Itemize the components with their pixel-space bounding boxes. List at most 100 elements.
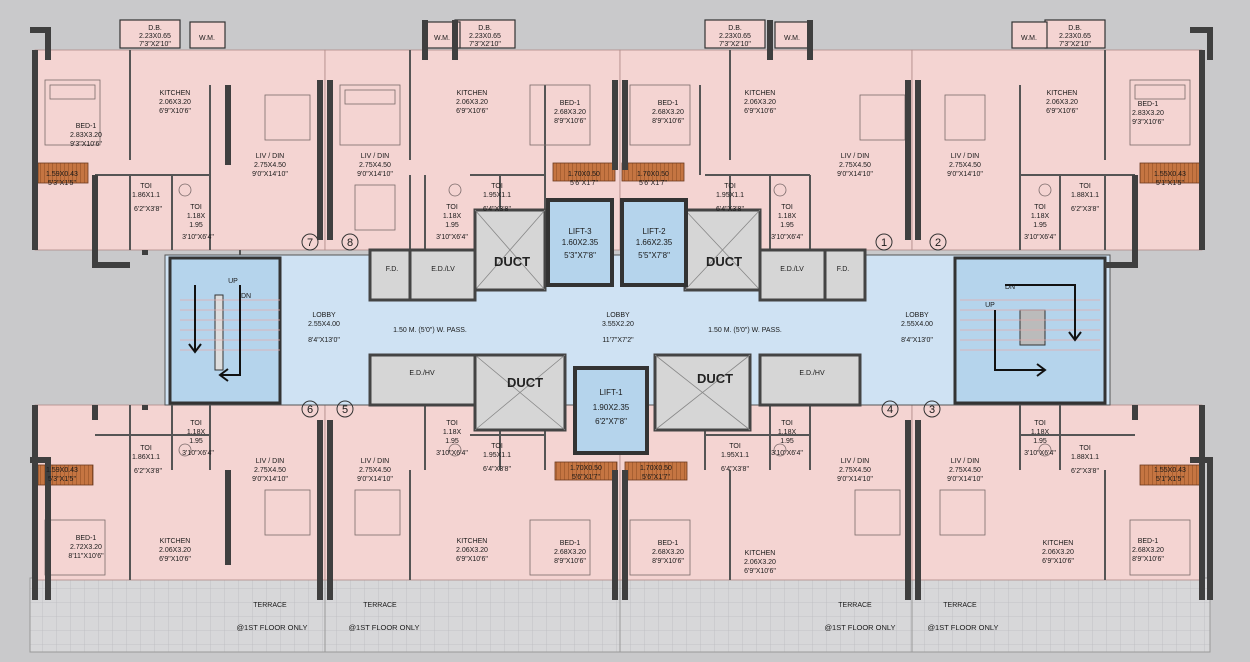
room-label: 1.18X: [443, 429, 462, 436]
room-label: LIFT-1: [599, 388, 623, 397]
room-label: 5'6"X1'7": [570, 180, 598, 187]
room-label: LIV / DIN: [256, 153, 284, 160]
room-label: W.M.: [1021, 35, 1037, 42]
room-label: 9'0"X14'10": [837, 171, 873, 178]
room-label: 1.95X1.1: [721, 452, 749, 459]
room-label: 2.75X4.50: [254, 162, 286, 169]
room-label: 2.75X4.50: [359, 467, 391, 474]
room-label: TOI: [724, 183, 736, 190]
room-label: TOI: [140, 183, 152, 190]
room-label: UP: [228, 278, 238, 285]
room-label: 1.86X1.1: [132, 454, 160, 461]
room-label: 9'0"X14'10": [947, 171, 983, 178]
room-label: 1.66X2.35: [636, 238, 673, 247]
room-label: 1.70X0.50: [568, 171, 600, 178]
core-labels: DUCT DUCT DUCT DUCT F.D. E.D./LV E.D./LV…: [228, 227, 1015, 426]
room-label: LIV / DIN: [841, 458, 869, 465]
duct-label-1: DUCT: [494, 254, 530, 269]
room-label: 8'4"X13'0": [901, 337, 933, 344]
room-label: 6'9"X10'6": [744, 568, 776, 575]
room-label: BED-1: [76, 535, 97, 542]
terrace-area: [29, 577, 1211, 653]
room-label: F.D.: [837, 266, 850, 273]
room-label: 2.23X0.65: [719, 33, 751, 40]
room-label: KITCHEN: [1047, 90, 1078, 97]
room-label: TOI: [1034, 420, 1046, 427]
room-label: 7'3"X2'10": [719, 41, 751, 48]
room-label: TOI: [1079, 183, 1091, 190]
room-label: 1.18X: [778, 213, 797, 220]
room-label: 2.06X3.20: [456, 99, 488, 106]
room-label: E.D./HV: [799, 370, 825, 377]
room-labels: KITCHEN 2.06X3.20 6'9"X10'6" BED-1 2.83X…: [46, 25, 1186, 575]
room-label: BED-1: [76, 123, 97, 130]
room-label: 6'2"X3'8": [1071, 206, 1099, 213]
room-label: 7'3"X2'10": [1059, 41, 1091, 48]
room-label: 1.95X1.1: [716, 192, 744, 199]
room-label: 2.55X4.00: [901, 321, 933, 328]
room-label: TOI: [446, 420, 458, 427]
room-label: 2.06X3.20: [744, 559, 776, 566]
terrace-labels: TERRACE @1ST FLOOR ONLY TERRACE @1ST FLO…: [236, 602, 998, 632]
room-label: 1.59X0.43: [46, 467, 78, 474]
room-label: 6'4"X3'8": [483, 206, 511, 213]
room-label: 2.68X3.20: [554, 109, 586, 116]
room-label: 9'3"X10'6": [1132, 119, 1164, 126]
room-label: 5'1"X1'5": [1156, 180, 1184, 187]
room-label: TERRACE: [838, 602, 872, 609]
room-label: 2.06X3.20: [456, 547, 488, 554]
room-label: 7'3"X2'10": [469, 41, 501, 48]
room-label: BED-1: [1138, 101, 1159, 108]
room-label: 1.18X: [1031, 213, 1050, 220]
room-label: 1.95X1.1: [483, 192, 511, 199]
room-label: LIV / DIN: [361, 153, 389, 160]
room-label: 6'9"X10'6": [159, 556, 191, 563]
room-label: BED-1: [658, 540, 679, 547]
room-label: 2.06X3.20: [744, 99, 776, 106]
room-label: 1.59X0.43: [46, 171, 78, 178]
room-label: 2.75X4.50: [839, 162, 871, 169]
room-label: 2.23X0.65: [469, 33, 501, 40]
room-label: DN: [1005, 284, 1015, 291]
room-label: 2.68X3.20: [554, 549, 586, 556]
room-label: KITCHEN: [745, 90, 776, 97]
room-label: 2.75X4.50: [254, 467, 286, 474]
room-label: 5'6"X1'7": [642, 474, 670, 481]
balcony-decks: [37, 162, 1201, 486]
room-label: LIV / DIN: [951, 458, 979, 465]
room-label: KITCHEN: [457, 538, 488, 545]
room-label: 1.18X: [1031, 429, 1050, 436]
room-label: D.B.: [728, 25, 742, 32]
room-label: KITCHEN: [160, 538, 191, 545]
room-label: D.B.: [478, 25, 492, 32]
room-label: LIFT-2: [642, 227, 666, 236]
room-label: TERRACE: [943, 602, 977, 609]
room-label: 1.18X: [443, 213, 462, 220]
unit-markers: 7 8 1 2 6 5 4 3: [301, 233, 947, 418]
room-label: 6'2"X3'8": [134, 468, 162, 475]
room-label: TOI: [491, 183, 503, 190]
room-label: 3'10"X6'4": [182, 234, 214, 241]
room-label: KITCHEN: [160, 90, 191, 97]
room-label: W.M.: [434, 35, 450, 42]
exterior-walls: [30, 20, 1213, 600]
room-label: 1.86X1.1: [132, 192, 160, 199]
room-label: LOBBY: [606, 312, 630, 319]
room-label: 8'9"X10'6": [554, 118, 586, 125]
room-label: 1.95: [1033, 222, 1047, 229]
room-label: BED-1: [658, 100, 679, 107]
room-label: 2.06X3.20: [159, 547, 191, 554]
room-label: 2.68X3.20: [652, 549, 684, 556]
room-label: BED-1: [1138, 538, 1159, 545]
room-label: 11'7"X7'2": [602, 337, 634, 344]
room-label: 6'9"X10'6": [1042, 558, 1074, 565]
room-label: 6'2"X3'8": [1071, 468, 1099, 475]
room-label: 6'9"X10'6": [1046, 108, 1078, 115]
room-label: 2.06X3.20: [159, 99, 191, 106]
room-label: 6'4"X3'8": [716, 206, 744, 213]
room-label: TERRACE: [363, 602, 397, 609]
room-label: 2.06X3.20: [1046, 99, 1078, 106]
room-label: 2.06X3.20: [1042, 549, 1074, 556]
room-label: TOI: [190, 420, 202, 427]
room-label: 2.68X3.20: [652, 109, 684, 116]
